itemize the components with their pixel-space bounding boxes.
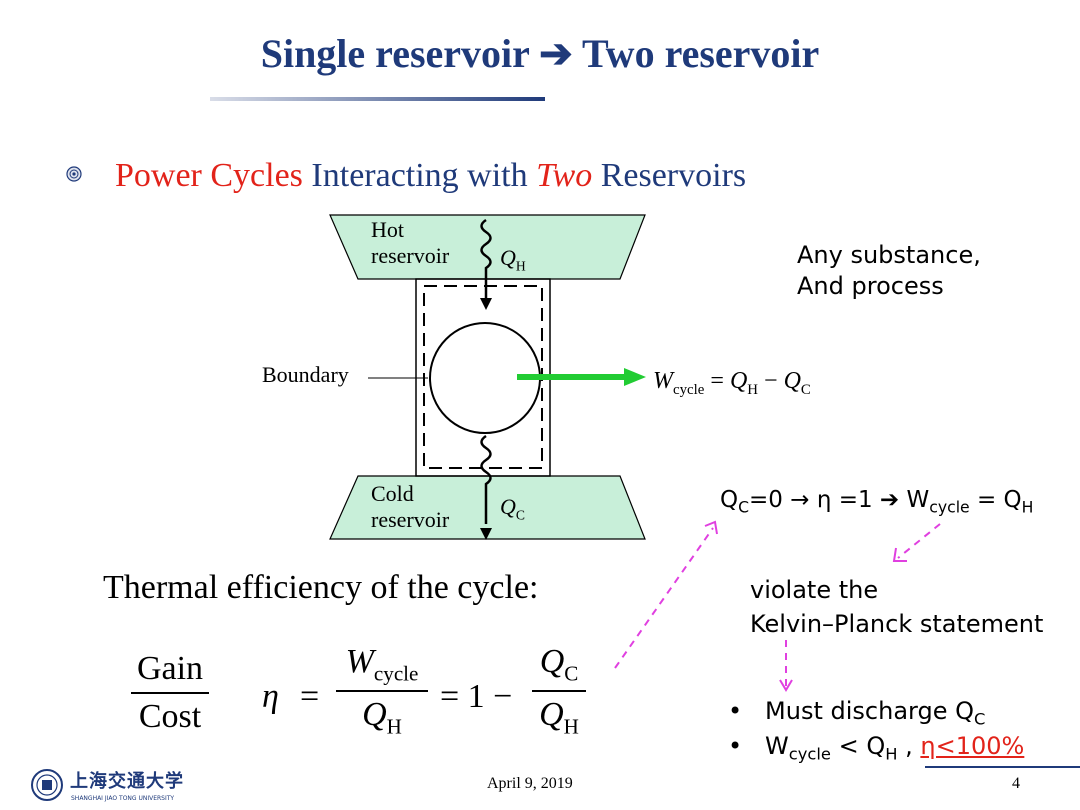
bullet-heading: Power Cycles Interacting with Two Reserv… <box>115 157 746 195</box>
footer-date: April 9, 2019 <box>487 775 573 792</box>
any-substance-note: Any substance,And process <box>797 241 981 300</box>
heat-engine-diagram <box>329 214 646 540</box>
efficiency-label: Thermal efficiency of the cycle: <box>103 569 539 606</box>
condition-line: QC=0 → η =1 ➔ Wcycle = QH <box>720 487 1034 517</box>
slide-title: Single reservoir ➔ Two reservoir <box>260 31 820 76</box>
bullet-logo-icon <box>66 166 82 182</box>
qc-wavy-arrow <box>480 434 492 524</box>
formula-eq1: = <box>300 678 320 715</box>
qh-label: QH <box>500 245 526 274</box>
bullet-emphasis: Two <box>536 157 593 194</box>
work-equation: Wcycle = QH − QC <box>653 368 811 398</box>
formula-eq2: = 1 − <box>440 678 513 715</box>
formula-qc-over-qh: QC QH <box>532 643 586 740</box>
qh-wavy-arrow <box>480 218 492 300</box>
qc-label: QC <box>500 494 525 523</box>
bullet-highlight: Power Cycles <box>115 157 303 194</box>
bullet-efficiency-limit: • Wcycle < QH , η<100% <box>728 732 1025 764</box>
university-seal-icon <box>31 769 63 801</box>
gain-cost-fraction: Gain Cost <box>131 650 209 736</box>
bullet-text-end: Reservoirs <box>592 157 747 194</box>
title-underline <box>210 97 545 101</box>
university-name-cn: 上海交通大学 <box>70 771 184 792</box>
formula-eta: η <box>262 678 279 715</box>
formula-w-over-qh: Wcycle QH <box>336 643 428 740</box>
footer-rule <box>925 766 1080 768</box>
university-name-en: SHANGHAI JIAO TONG UNIVERSITY <box>71 795 175 802</box>
boundary-label: Boundary <box>262 362 349 387</box>
bullet-must-discharge: • Must discharge QC <box>728 697 986 729</box>
hot-reservoir <box>329 214 646 280</box>
bullet-text: Interacting with <box>302 157 537 194</box>
page-number: 4 <box>1012 775 1020 792</box>
